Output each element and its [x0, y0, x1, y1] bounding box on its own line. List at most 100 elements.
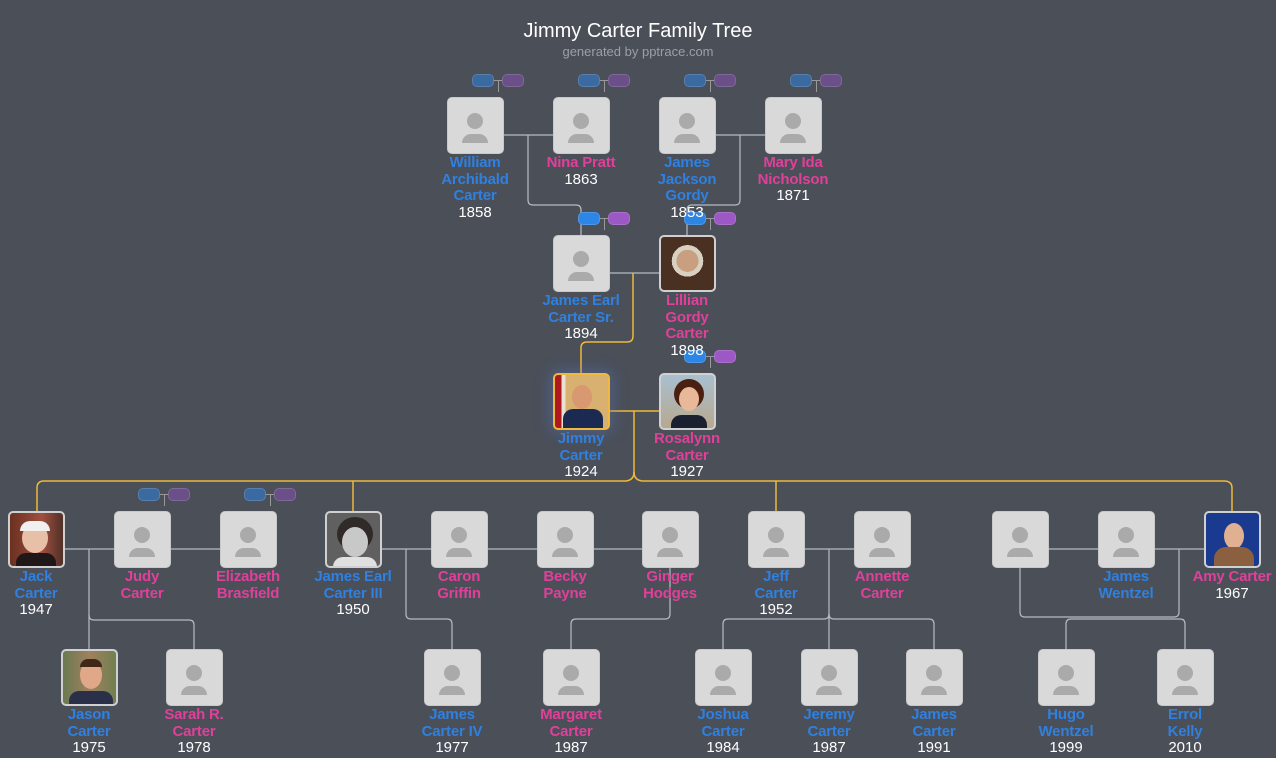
person-amy-carter[interactable]: Amy Carter 1967 — [1177, 511, 1276, 602]
avatar[interactable] — [694, 649, 752, 706]
person-name: Judy Carter — [120, 568, 164, 602]
avatar[interactable] — [113, 511, 171, 568]
person-name: Caron Griffin — [437, 568, 481, 602]
avatar[interactable] — [1037, 649, 1095, 706]
person-lillian-gordy-carter[interactable]: Lillian Gordy Carter 1898 — [632, 235, 742, 359]
father-expand-button[interactable] — [472, 74, 494, 87]
avatar[interactable] — [430, 511, 488, 568]
avatar[interactable] — [800, 649, 858, 706]
person-silhouette-icon — [1012, 527, 1028, 543]
avatar[interactable] — [641, 511, 699, 568]
avatar[interactable] — [658, 97, 716, 154]
person-james-jackson-gordy[interactable]: James Jackson Gordy 1853 — [632, 97, 742, 221]
person-jimmy-carter[interactable]: Jimmy Carter 1924 — [526, 373, 636, 480]
birth-year: 1991 — [917, 739, 951, 756]
person-errol-kelly[interactable]: Errol Kelly 2010 — [1130, 649, 1240, 756]
avatar-photo[interactable] — [7, 511, 65, 568]
person-jeremy-carter[interactable]: Jeremy Carter 1987 — [774, 649, 884, 756]
person-james-carter[interactable]: James Carter 1991 — [879, 649, 989, 756]
mother-expand-button[interactable] — [714, 350, 736, 363]
person-becky-payne[interactable]: Becky Payne — [510, 511, 620, 602]
avatar[interactable] — [446, 97, 504, 154]
avatar[interactable] — [764, 97, 822, 154]
person-james-carter-iv[interactable]: James Carter IV 1977 — [397, 649, 507, 756]
avatar[interactable] — [165, 649, 223, 706]
mother-expand-button[interactable] — [714, 212, 736, 225]
avatar[interactable] — [853, 511, 911, 568]
person-james-earl-carter-iii[interactable]: James Earl Carter III 1950 — [298, 511, 408, 618]
person-name: James Earl Carter Sr. — [542, 292, 620, 326]
person-james-earl-carter-sr[interactable]: James Earl Carter Sr. 1894 — [526, 235, 636, 342]
person-name: Rosalynn Carter — [654, 430, 720, 464]
father-expand-button[interactable] — [684, 212, 706, 225]
person-nina-pratt[interactable]: Nina Pratt 1863 — [526, 97, 636, 188]
person-james-wentzel[interactable]: James Wentzel — [1071, 511, 1181, 602]
birth-year: 2010 — [1168, 739, 1202, 756]
person-name: Elizabeth Brasfield — [215, 568, 281, 602]
person-silhouette-icon — [186, 665, 202, 681]
person-name: James Carter — [911, 706, 957, 740]
person-name: Amy Carter — [1192, 568, 1272, 585]
avatar[interactable] — [1097, 511, 1155, 568]
birth-year: 1853 — [670, 203, 704, 221]
avatar[interactable] — [1156, 649, 1214, 706]
person-name: Ginger Hodges — [643, 568, 697, 602]
avatar-photo[interactable] — [552, 373, 610, 430]
birth-year: 1977 — [435, 739, 469, 756]
mother-expand-button[interactable] — [820, 74, 842, 87]
mother-expand-button[interactable] — [502, 74, 524, 87]
mother-expand-button[interactable] — [168, 488, 190, 501]
avatar-photo[interactable] — [60, 649, 118, 706]
person-silhouette-icon — [467, 113, 483, 129]
person-silhouette-icon — [557, 527, 573, 543]
person-name: Mary Ida Nicholson — [757, 154, 829, 188]
avatar[interactable] — [219, 511, 277, 568]
father-expand-button[interactable] — [790, 74, 812, 87]
person-unnamed[interactable] — [965, 511, 1075, 568]
person-silhouette-icon — [1177, 665, 1193, 681]
birth-year: 1978 — [177, 739, 211, 756]
person-judy-carter[interactable]: Judy Carter — [87, 511, 197, 602]
person-joshua-carter[interactable]: Joshua Carter 1984 — [668, 649, 778, 756]
person-hugo-wentzel[interactable]: Hugo Wentzel 1999 — [1011, 649, 1121, 756]
avatar[interactable] — [552, 97, 610, 154]
father-expand-button[interactable] — [684, 74, 706, 87]
avatar-photo[interactable] — [1203, 511, 1261, 568]
father-expand-button[interactable] — [578, 74, 600, 87]
person-silhouette-icon — [563, 665, 579, 681]
avatar[interactable] — [747, 511, 805, 568]
avatar[interactable] — [905, 649, 963, 706]
father-expand-button[interactable] — [684, 350, 706, 363]
person-rosalynn-carter[interactable]: Rosalynn Carter 1927 — [632, 373, 742, 480]
birth-year: 1894 — [564, 325, 598, 342]
person-annette-carter[interactable]: Annette Carter — [827, 511, 937, 602]
person-sarah-r-carter[interactable]: Sarah R. Carter 1978 — [139, 649, 249, 756]
mother-expand-button[interactable] — [714, 74, 736, 87]
avatar[interactable] — [536, 511, 594, 568]
father-expand-button[interactable] — [578, 212, 600, 225]
father-expand-button[interactable] — [244, 488, 266, 501]
person-silhouette-icon — [768, 527, 784, 543]
avatar[interactable] — [991, 511, 1049, 568]
person-mary-ida-nicholson[interactable]: Mary Ida Nicholson 1871 — [738, 97, 848, 204]
avatar[interactable] — [423, 649, 481, 706]
person-caron-griffin[interactable]: Caron Griffin — [404, 511, 514, 602]
mother-expand-button[interactable] — [608, 212, 630, 225]
person-jason-carter[interactable]: Jason Carter 1975 — [34, 649, 144, 756]
person-ginger-hodges[interactable]: Ginger Hodges — [615, 511, 725, 602]
avatar[interactable] — [542, 649, 600, 706]
person-name: James Earl Carter III — [314, 568, 392, 602]
avatar-photo[interactable] — [658, 373, 716, 430]
person-elizabeth-brasfield[interactable]: Elizabeth Brasfield — [193, 511, 303, 602]
person-margaret-carter[interactable]: Margaret Carter 1987 — [516, 649, 626, 756]
person-jack-carter[interactable]: Jack Carter 1947 — [0, 511, 91, 618]
father-expand-button[interactable] — [138, 488, 160, 501]
avatar-photo[interactable] — [658, 235, 716, 292]
avatar[interactable] — [552, 235, 610, 292]
mother-expand-button[interactable] — [274, 488, 296, 501]
person-william-archibald-carter[interactable]: William Archibald Carter 1858 — [420, 97, 530, 221]
avatar-photo[interactable] — [324, 511, 382, 568]
mother-expand-button[interactable] — [608, 74, 630, 87]
person-jeff-carter[interactable]: Jeff Carter 1952 — [721, 511, 831, 618]
